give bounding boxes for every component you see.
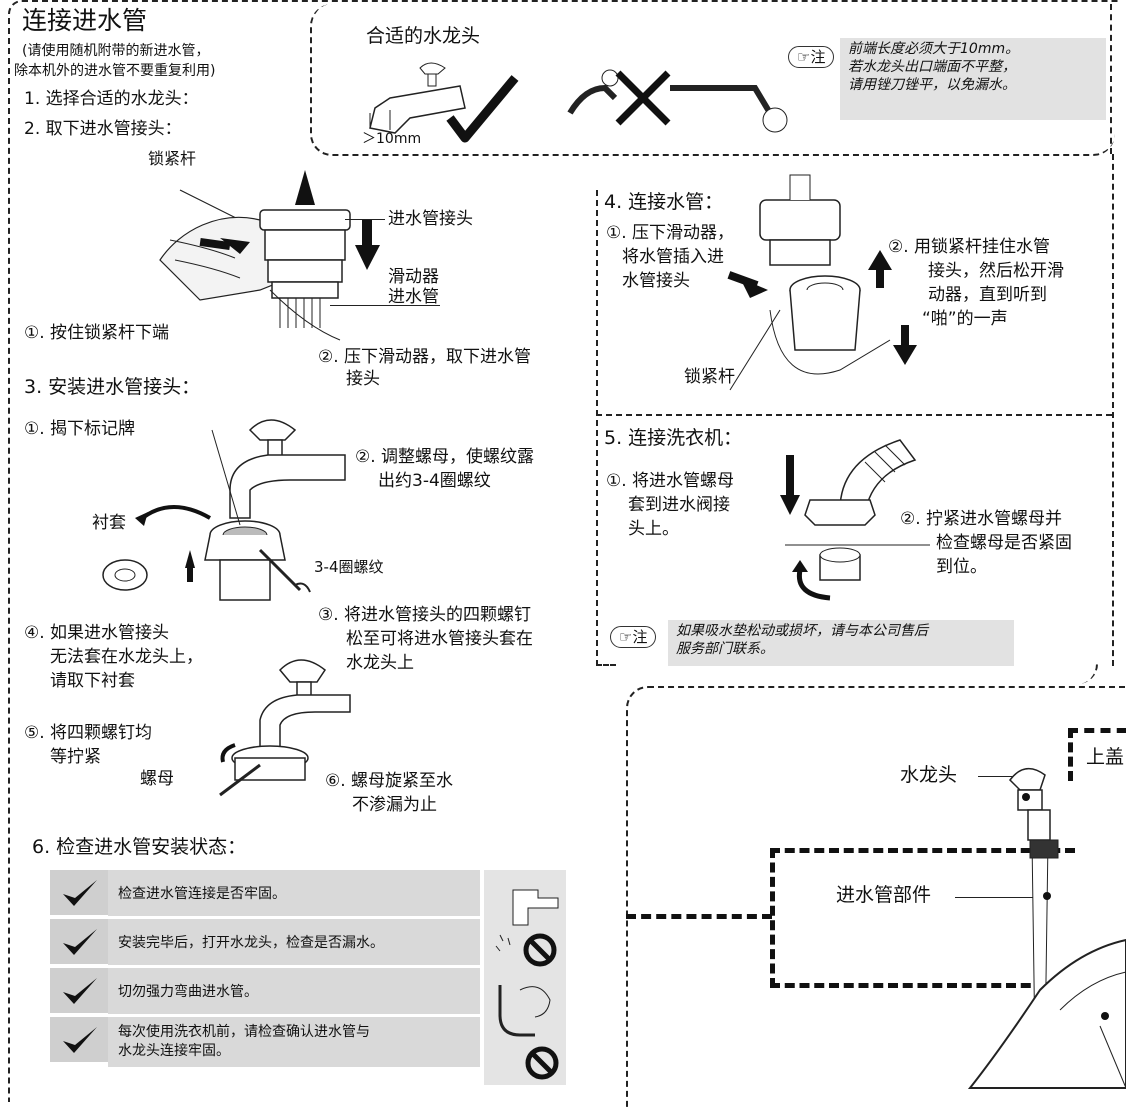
connect-hose-illustration xyxy=(727,174,917,391)
check-table: 检查进水管连接是否牢固。 安装完毕后，打开水龙头，检查是否漏水。 切勿强力弯曲进… xyxy=(50,870,480,1067)
step-4-heading: 4. 连接水管： xyxy=(604,191,724,213)
checkmark-icon xyxy=(50,919,108,964)
inlet-hose-label: 进水管 xyxy=(388,287,439,307)
step-3-instruction-3-1: ③. 将进水管接头的四颗螺钉 xyxy=(318,605,532,625)
step-5-instruction-b-2: 检查螺母是否紧固 xyxy=(936,533,1072,553)
faucet-label: 水龙头 xyxy=(900,764,958,786)
checkmark-icon xyxy=(50,968,108,1013)
step-3-instruction-3-2: 松至可将进水管接头套在 xyxy=(346,629,533,649)
check-text: 检查进水管连接是否牢固。 xyxy=(108,870,480,916)
bushing-label: 衬套 xyxy=(92,513,126,533)
slider-label: 滑动器 xyxy=(388,267,439,287)
hose-parts-callout xyxy=(770,848,1075,988)
inlet-connector-label: 进水管接头 xyxy=(388,209,473,229)
step-2-heading: 2. 取下进水管接头： xyxy=(24,119,182,139)
step-3-instruction-2-1: ②. 调整螺母，使螺纹露 xyxy=(355,447,535,467)
hose-parts-label: 进水管部件 xyxy=(836,884,932,906)
lock-lever-label: 锁紧杆 xyxy=(148,149,197,168)
step-5-instruction-b-1: ②. 拧紧进水管螺母并 xyxy=(900,509,1063,529)
step-1-heading: 1. 选择合适的水龙头： xyxy=(24,89,199,109)
checkmark-icon xyxy=(50,1017,108,1062)
step-4-instruction-a-2: 将水管插入进 xyxy=(622,247,724,267)
step-3-instruction-5-1: ⑤. 将四颗螺钉均 xyxy=(24,723,153,743)
checkmark-icon xyxy=(50,870,108,915)
nut-label: 螺母 xyxy=(140,769,174,789)
step-3-heading: 3. 安装进水管接头： xyxy=(24,376,201,398)
step-4-instruction-a-3: 水管接头 xyxy=(622,271,690,291)
check-text: 安装完毕后，打开水龙头，检查是否漏水。 xyxy=(108,919,480,965)
note-line: 前端长度必须大于10mm。 xyxy=(848,41,1020,57)
good-faucet-illustration xyxy=(369,62,519,143)
step-2-instruction-b-2: 接头 xyxy=(346,369,380,389)
step-3-instruction-4-1: ④. 如果进水管接头 xyxy=(24,623,170,643)
bad-faucet-illustration xyxy=(567,69,788,133)
right-column-divider xyxy=(596,190,598,666)
no-leak-icon xyxy=(495,889,559,967)
step-4-instruction-a-1: ①. 压下滑动器， xyxy=(606,223,735,243)
top-cover-callout xyxy=(1068,728,1126,781)
tighten-nut-illustration xyxy=(219,659,351,797)
step-3-instruction-6-2: 不渗漏为止 xyxy=(352,795,437,815)
hose-parts-connector xyxy=(626,914,772,919)
note-line: 若水龙头出口端面不平整， xyxy=(848,59,1016,75)
step-6-heading: 6. 检查进水管安装状态： xyxy=(32,836,247,858)
faucet-box-right-edge xyxy=(1110,4,1112,154)
section-subtitle-1: (请使用随机附带的新进水管， xyxy=(22,43,210,59)
note-box: 前端长度必须大于10mm。 若水龙头出口端面不平整， 请用锉刀锉平，以免漏水。 xyxy=(840,38,1106,120)
note-line: 请用锉刀锉平，以免漏水。 xyxy=(848,77,1016,93)
threads-label: 3-4圈螺纹 xyxy=(314,558,384,576)
inlet-hose-leader xyxy=(330,305,440,306)
step-5-instruction-a-1: ①. 将进水管螺母 xyxy=(606,471,735,491)
step-2-instruction-a: ①. 按住锁紧杆下端 xyxy=(24,323,170,343)
note-line: 如果吸水垫松动或损坏，请与本公司售后 xyxy=(676,623,928,639)
step-5-bottom-border xyxy=(596,664,1098,684)
hose-parts-leader xyxy=(955,897,1047,898)
suitable-faucet-box xyxy=(310,4,1115,156)
step-4-instruction-b-4: “啪”的一声 xyxy=(922,309,1008,329)
top-cover-label: 上盖 xyxy=(1086,746,1125,768)
step-4-instruction-b-2: 接头，然后松开滑 xyxy=(928,261,1064,281)
step-2-instruction-b-1: ②. 压下滑动器，取下进水管 xyxy=(318,347,532,367)
step-3-instruction-4-3: 请取下衬套 xyxy=(50,671,135,691)
step-4-lock-lever-label: 锁紧杆 xyxy=(684,367,735,387)
inlet-connector-leader xyxy=(345,219,385,220)
check-row: 每次使用洗衣机前，请检查确认进水管与 水龙头连接牢固。 xyxy=(50,1017,480,1067)
note-line: 服务部门联系。 xyxy=(676,641,774,657)
step-5-instruction-a-2: 套到进水阀接 xyxy=(628,495,730,515)
note-badge: ☞注 xyxy=(788,46,835,68)
section-subtitle-2: 除本机外的进水管不要重复利用) xyxy=(14,63,216,79)
note-badge: ☞注 xyxy=(610,626,657,648)
measure-label: ＞10mm xyxy=(362,131,422,147)
step-5-instruction-b-3: 到位。 xyxy=(936,557,987,577)
no-bend-icon xyxy=(498,985,559,1080)
washer-overview-illustration xyxy=(967,767,1126,1089)
step-3-instruction-1: ①. 揭下标记牌 xyxy=(24,419,136,439)
step-5-heading: 5. 连接洗衣机： xyxy=(604,427,743,449)
step-3-instruction-2-2: 出约3-4圈螺纹 xyxy=(378,471,491,491)
step-4-instruction-b-1: ②. 用锁紧杆挂住水管 xyxy=(888,237,1051,257)
step-3-instruction-3-3: 水龙头上 xyxy=(346,653,414,673)
check-row: 安装完毕后，打开水龙头，检查是否漏水。 xyxy=(50,919,480,965)
step-divider xyxy=(596,414,1112,416)
step-3-instruction-4-2: 无法套在水龙头上， xyxy=(50,647,203,667)
check-row: 检查进水管连接是否牢固。 xyxy=(50,870,480,916)
install-connector-illustration xyxy=(102,419,346,601)
section-title: 连接进水管 xyxy=(22,6,148,35)
page-frame xyxy=(8,0,1120,1102)
step-5-left-bottom xyxy=(596,664,616,666)
note-box: 如果吸水垫松动或损坏，请与本公司售后 服务部门联系。 xyxy=(668,620,1014,666)
step-5-instruction-a-3: 头上。 xyxy=(628,519,679,539)
faucet-box-title: 合适的水龙头 xyxy=(366,25,481,47)
check-text: 每次使用洗衣机前，请检查确认进水管与 水龙头连接牢固。 xyxy=(108,1017,480,1067)
connect-washer-illustration xyxy=(780,439,930,601)
check-text: 切勿强力弯曲进水管。 xyxy=(108,968,480,1014)
remove-connector-illustration xyxy=(159,170,380,341)
step-3-instruction-6-1: ⑥. 螺母旋紧至水 xyxy=(325,771,454,791)
step-4-instruction-b-3: 动器，直到听到 xyxy=(928,285,1047,305)
step-3-instruction-5-2: 等拧紧 xyxy=(50,747,101,767)
overview-box xyxy=(626,686,1126,1108)
faucet-leader xyxy=(978,776,1028,777)
check-row: 切勿强力弯曲进水管。 xyxy=(50,968,480,1014)
right-column-edge xyxy=(1112,154,1114,666)
